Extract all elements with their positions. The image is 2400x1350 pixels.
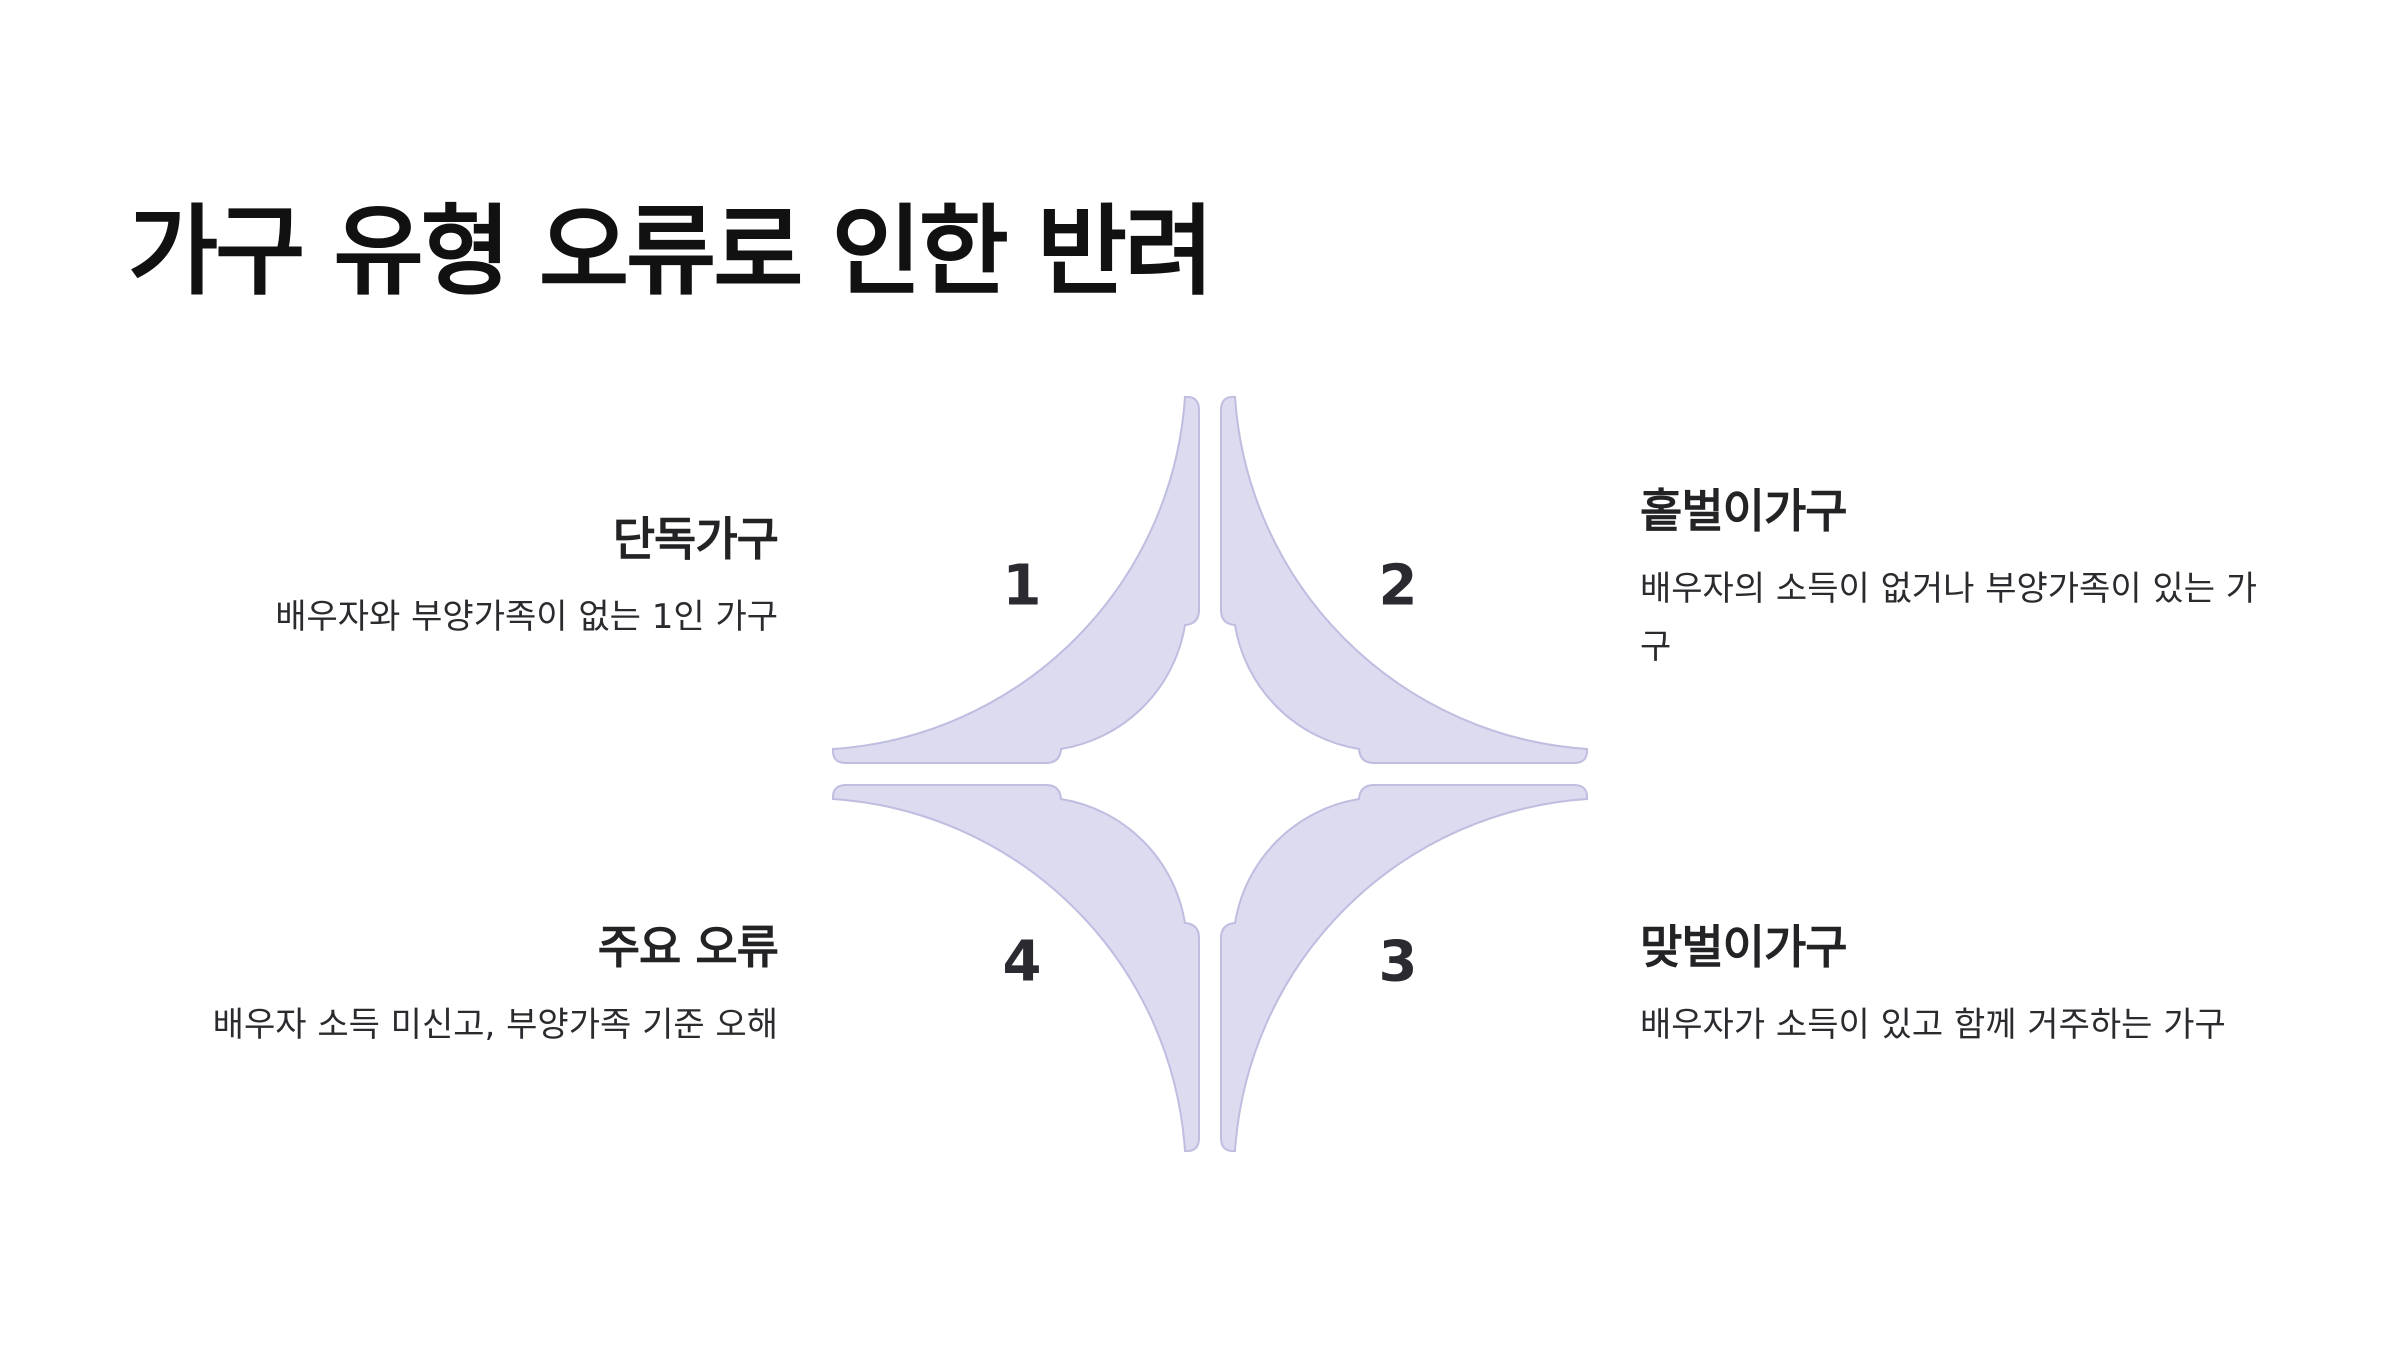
segment-4-description: 배우자 소득 미신고, 부양가족 기준 오해 [212, 1005, 778, 1046]
segment-4-shape [831, 784, 1200, 1153]
segment-3-shape [1220, 784, 1589, 1153]
segment-2-number: 2 [1379, 554, 1418, 619]
segment-2: 2 [1220, 395, 1589, 764]
segment-1-number: 1 [1003, 554, 1042, 619]
segment-2-block: 홑벌이가구 배우자의 소득이 없거나 부양가족이 있는 가구 [1640, 484, 2280, 677]
segment-2-shape [1220, 395, 1589, 764]
segment-4-block: 주요 오류 배우자 소득 미신고, 부양가족 기준 오해 [78, 920, 779, 1055]
cycle-diagram: 1 2 3 4 [820, 384, 1600, 1164]
segment-1-title: 단독가구 [612, 512, 779, 566]
segment-3-title: 맞벌이가구 [1640, 920, 1848, 974]
segment-3: 3 [1220, 784, 1589, 1153]
segment-2-title: 홑벌이가구 [1640, 484, 1848, 538]
segment-3-number: 3 [1379, 930, 1418, 995]
page-title: 가구 유형 오류로 인한 반려 [128, 195, 1214, 309]
segment-1-shape [831, 395, 1200, 764]
segment-1-block: 단독가구 배우자와 부양가족이 없는 1인 가구 [78, 512, 779, 647]
segment-3-block: 맞벌이가구 배우자가 소득이 있고 함께 거주하는 가구 [1640, 920, 2340, 1055]
segment-4: 4 [831, 784, 1200, 1153]
segment-4-title: 주요 오류 [597, 920, 779, 974]
segment-4-number: 4 [1003, 930, 1042, 995]
segment-2-description: 배우자의 소득이 없거나 부양가족이 있는 가구 [1640, 569, 2258, 667]
cycle-diagram-svg: 1 2 3 4 [831, 395, 1589, 1153]
segment-1: 1 [831, 395, 1200, 764]
segment-3-description: 배우자가 소득이 있고 함께 거주하는 가구 [1640, 1005, 2226, 1046]
segment-1-description: 배우자와 부양가족이 없는 1인 가구 [275, 597, 778, 638]
